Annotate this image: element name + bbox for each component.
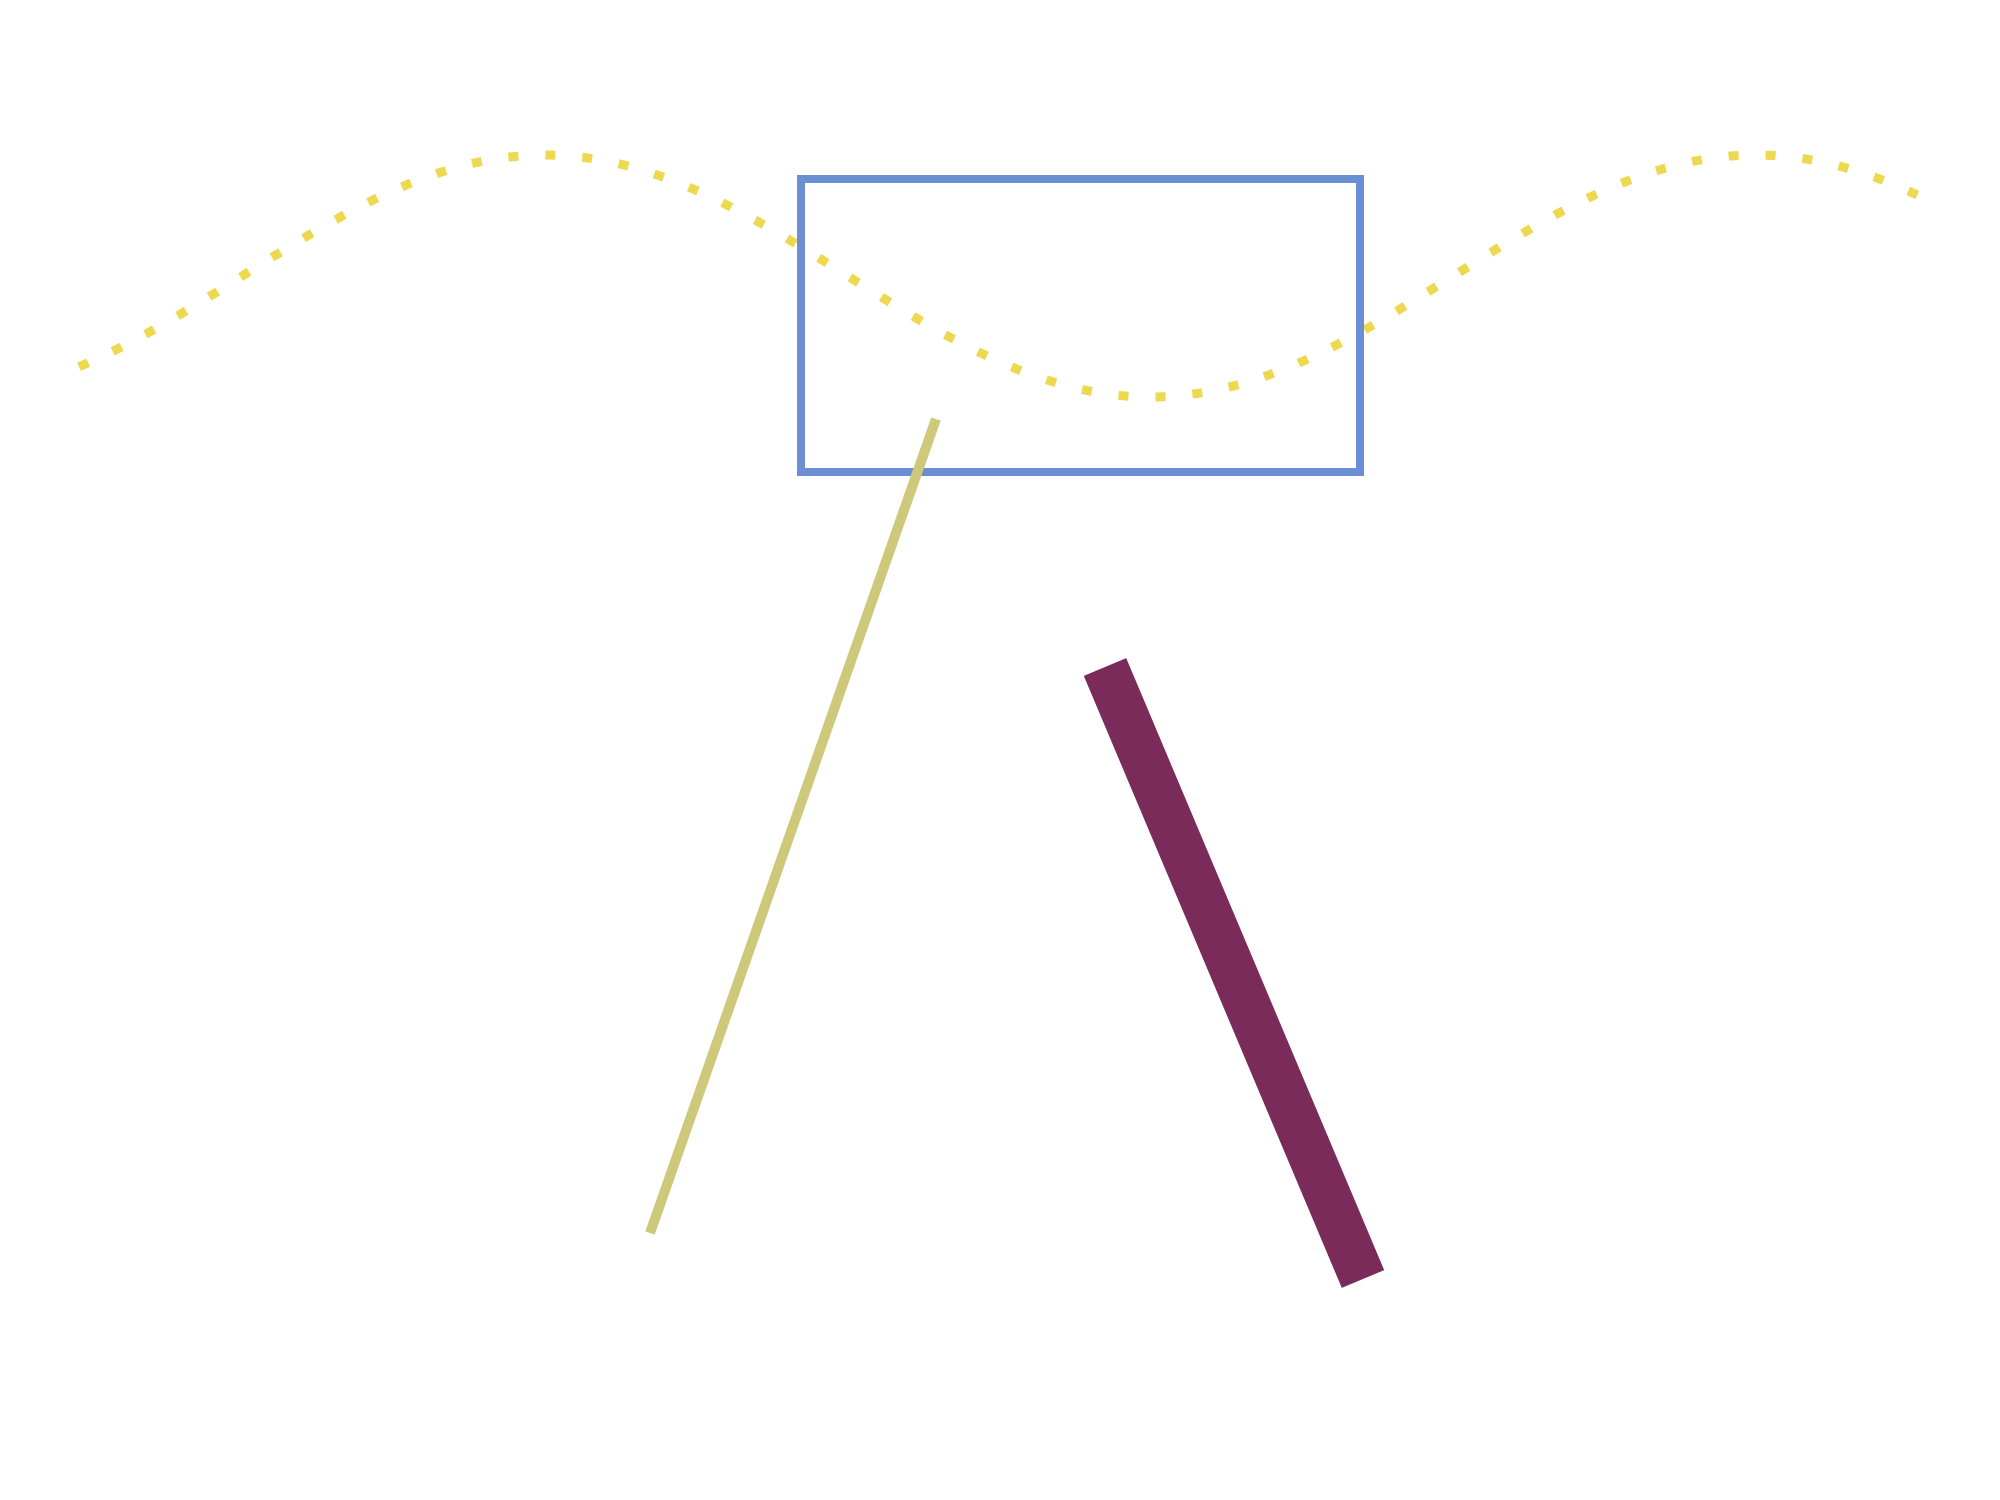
dotted-wave-curve: [77, 150, 1942, 402]
rectangle-outline: [797, 175, 1364, 476]
thin-line: [645, 417, 941, 1235]
thick-line: [1083, 658, 1385, 1288]
